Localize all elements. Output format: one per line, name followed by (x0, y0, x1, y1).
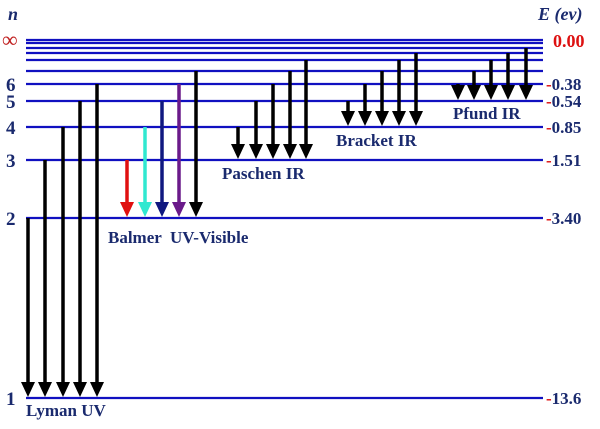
transition-arrow (451, 84, 465, 100)
transition-arrow (73, 101, 87, 397)
transition-arrow (138, 127, 152, 217)
transition-arrow (519, 48, 533, 100)
level-n-label: 6 (6, 75, 16, 96)
level-n-label: 5 (6, 92, 16, 113)
level-energy-label: -3.40 (546, 209, 581, 228)
transition-arrow (409, 53, 423, 126)
series-label: Bracket IR (336, 131, 417, 150)
transition-arrow (21, 218, 35, 397)
level-energy-label: -0.54 (546, 92, 582, 111)
transition-arrow (375, 71, 389, 126)
series-label: Balmer UV-Visible (108, 228, 249, 247)
series-label: Paschen IR (222, 164, 305, 183)
transition-arrow (266, 84, 280, 159)
level-energy-label: -13.6 (546, 389, 581, 408)
transition-arrow (90, 84, 104, 397)
transition-arrow (172, 84, 186, 217)
infinity-label: ∞ (2, 27, 18, 52)
energy-axis-label: E (ev) (537, 4, 582, 25)
transition-arrow (392, 60, 406, 126)
transition-arrow (467, 71, 481, 100)
transition-arrow (484, 60, 498, 100)
level-energy-label: -0.85 (546, 118, 581, 137)
transition-arrow (299, 60, 313, 159)
level-energy-label: -0.38 (546, 75, 581, 94)
series-label: Pfund IR (453, 104, 521, 123)
transition-arrow (155, 101, 169, 217)
level-n-label: 1 (6, 389, 16, 410)
level-energy-label: -1.51 (546, 151, 581, 170)
transition-arrow (341, 101, 355, 126)
transition-arrow (38, 160, 52, 397)
level-n-label: 4 (6, 118, 16, 139)
transition-arrow (283, 71, 297, 159)
transition-arrow (249, 101, 263, 159)
zero-energy-label: 0.00 (553, 31, 585, 51)
transition-arrow (56, 127, 70, 397)
n-axis-label: n (8, 4, 18, 24)
series-label: Lyman UV (26, 401, 107, 420)
transition-arrow (189, 71, 203, 217)
level-n-label: 2 (6, 209, 16, 230)
level-n-label: 3 (6, 151, 16, 172)
transition-arrow (120, 160, 134, 217)
transition-arrow (501, 53, 515, 100)
transition-arrow (231, 127, 245, 159)
transition-arrow (358, 84, 372, 126)
